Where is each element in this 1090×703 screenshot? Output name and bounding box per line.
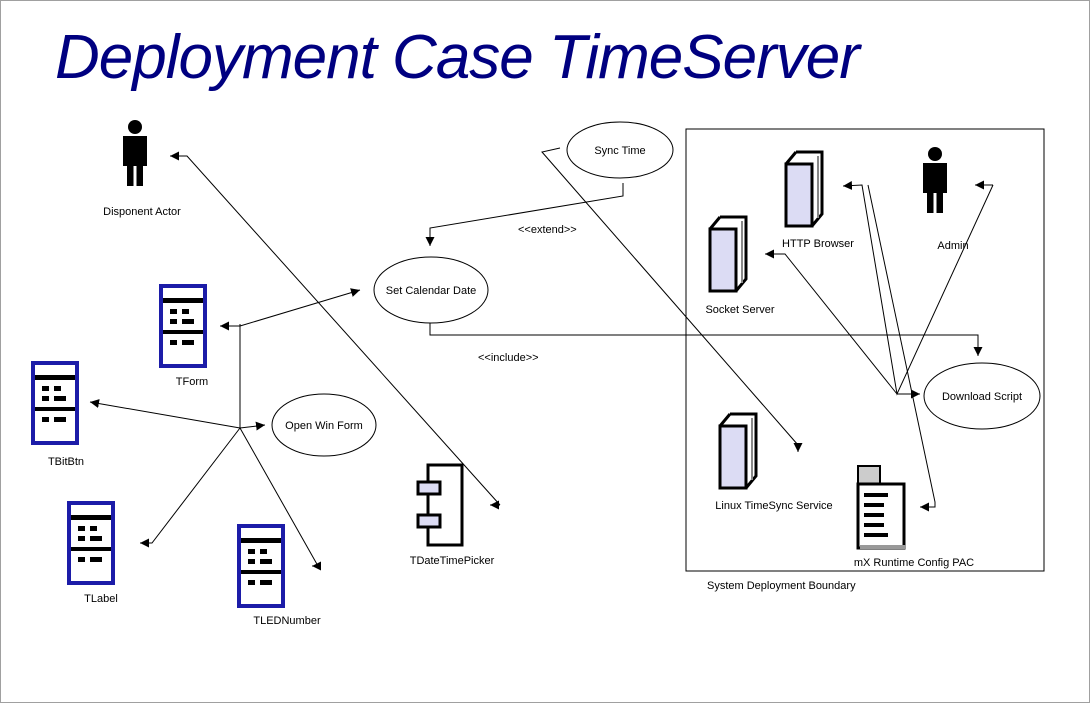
boundary-label: System Deployment Boundary <box>707 580 856 592</box>
form-tbitbtn: TBitBtn <box>31 361 84 468</box>
use-case-label: Download Script <box>942 391 1022 403</box>
use-case-label: Sync Time <box>594 145 645 157</box>
link-mx-runtime <box>867 184 936 512</box>
form-label: TForm <box>176 376 208 388</box>
actor-label: Admin <box>937 240 968 252</box>
component-icon <box>426 463 464 547</box>
link-disponent-actor <box>170 151 501 506</box>
link-tbitbtn <box>89 399 241 429</box>
system-boundary <box>685 128 1045 572</box>
node-icon <box>708 215 748 293</box>
document-icon <box>857 465 881 485</box>
node-label: mX Runtime Config PAC <box>854 557 974 569</box>
component-tdatetimepicker: TDateTimePicker <box>410 463 495 567</box>
form-label: TLEDNumber <box>253 615 321 627</box>
use-case-download-script: Download Script <box>923 362 1041 430</box>
link-socket-server <box>765 249 898 395</box>
node-linux-timesync: Linux TimeSync Service <box>715 412 833 512</box>
form-tlednumber: TLEDNumber <box>237 524 321 627</box>
form-icon <box>237 524 285 608</box>
node-label: HTTP Browser <box>782 238 854 250</box>
use-case-open-win-form: Open Win Form <box>271 393 377 457</box>
node-icon <box>718 412 758 490</box>
use-case-set-calendar-date: Set Calendar Date <box>373 256 489 324</box>
link-extend <box>425 183 624 246</box>
use-case-label: Open Win Form <box>285 420 363 432</box>
link-include <box>429 323 983 356</box>
actor-label: Disponent Actor <box>103 206 181 218</box>
use-case-sync-time: Sync Time <box>566 121 674 179</box>
use-case-label: Set Calendar Date <box>386 285 477 297</box>
form-icon <box>159 284 207 368</box>
link-tlabel <box>140 427 241 548</box>
node-label: Socket Server <box>705 304 774 316</box>
link-linux-timesync <box>541 147 803 452</box>
form-label: TBitBtn <box>48 456 84 468</box>
actor-disponent: Disponent Actor <box>103 120 181 218</box>
link-open-win-form <box>239 421 266 431</box>
form-icon <box>31 361 79 445</box>
actor-icon <box>123 120 147 186</box>
diagram-title: Deployment Case TimeServer <box>55 23 860 92</box>
link-set-calendar <box>239 288 361 327</box>
node-http-browser: HTTP Browser <box>782 150 854 250</box>
form-label: TLabel <box>84 593 118 605</box>
node-icon <box>784 150 824 228</box>
actor-admin: Admin <box>923 147 969 252</box>
component-label: TDateTimePicker <box>410 555 495 567</box>
link-http-browser <box>842 181 994 396</box>
include-label: <<include>> <box>478 352 539 364</box>
node-socket-server: Socket Server <box>705 215 775 316</box>
form-tform: TForm <box>159 284 208 388</box>
form-tlabel: TLabel <box>67 501 118 605</box>
connections <box>89 147 994 571</box>
node-mx-runtime-config: mX Runtime Config PAC <box>854 465 974 569</box>
form-icon <box>67 501 115 585</box>
extend-label: <<extend>> <box>518 224 577 236</box>
node-label: Linux TimeSync Service <box>715 500 832 512</box>
link-tlednumber <box>239 427 321 571</box>
actor-icon <box>923 147 947 213</box>
